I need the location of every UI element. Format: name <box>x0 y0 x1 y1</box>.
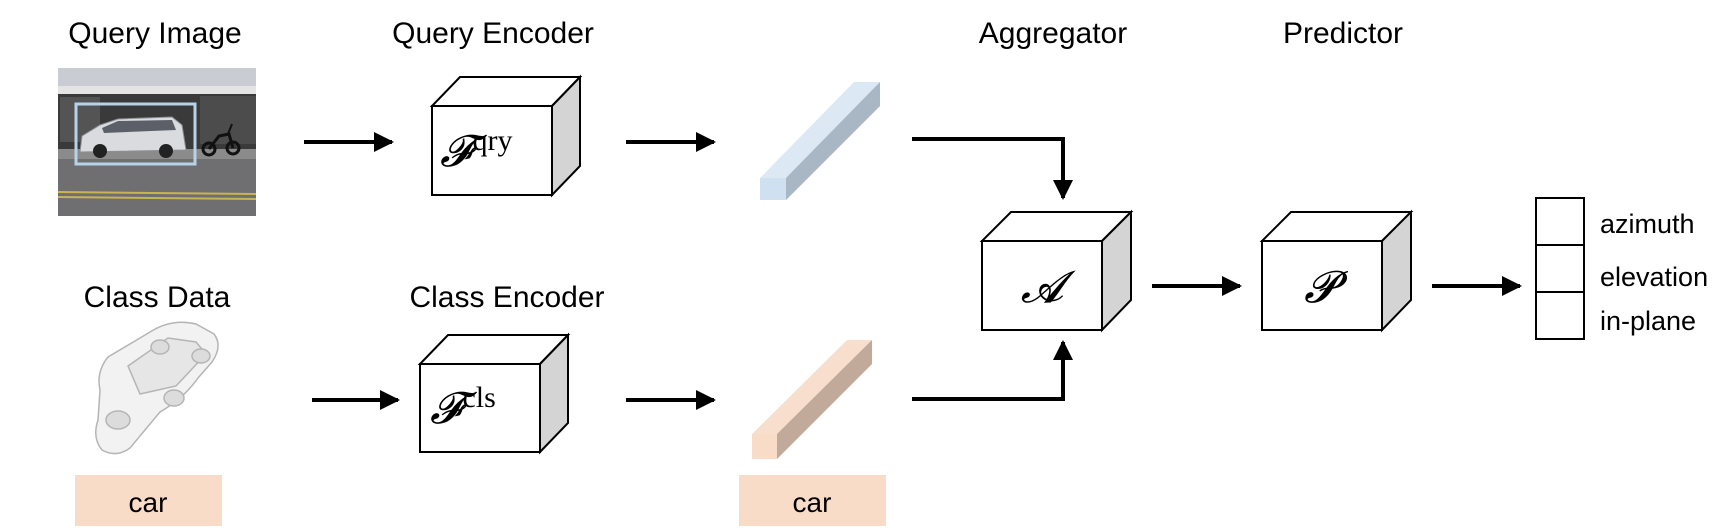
pose-output-vector <box>1535 197 1585 340</box>
output-label-in-plane: in-plane <box>1600 306 1696 336</box>
output-label-azimuth: azimuth <box>1600 209 1695 239</box>
query-image <box>57 68 257 216</box>
class-tag-input <box>75 475 222 526</box>
arrow-query-feature-to-aggregator <box>912 137 1073 200</box>
output-label-elevation: elevation <box>1600 262 1708 292</box>
class-encoder-label: Class Encoder <box>409 281 604 314</box>
query-encoder-label: Query Encoder <box>392 17 594 50</box>
class-tag-input-text: car <box>129 487 168 518</box>
output-cell-in-plane <box>1535 291 1585 340</box>
query-encoder-block: 𝓕qry <box>429 74 583 198</box>
query-image-label: Query Image <box>68 17 241 50</box>
output-cell-elevation <box>1535 244 1585 293</box>
class-data-label: Class Data <box>84 281 231 314</box>
query-encoder-symbol: 𝓕qry <box>440 124 512 177</box>
query-bounding-box <box>74 102 197 166</box>
arrow-class-feature-to-aggregator <box>912 340 1073 401</box>
predictor-block: 𝓟 <box>1259 209 1414 333</box>
query-feature-vector <box>760 82 880 200</box>
class-encoder-block: 𝓕cls <box>417 332 571 455</box>
car-3d-model <box>95 321 219 455</box>
output-cell-azimuth <box>1535 197 1585 246</box>
aggregator-block: 𝓐 <box>979 209 1134 333</box>
class-tag-embedding-text: car <box>793 487 832 518</box>
class-tag-embedding <box>739 475 886 526</box>
predictor-label: Predictor <box>1283 17 1403 50</box>
aggregator-label: Aggregator <box>979 17 1127 50</box>
class-feature-vector <box>752 340 872 459</box>
